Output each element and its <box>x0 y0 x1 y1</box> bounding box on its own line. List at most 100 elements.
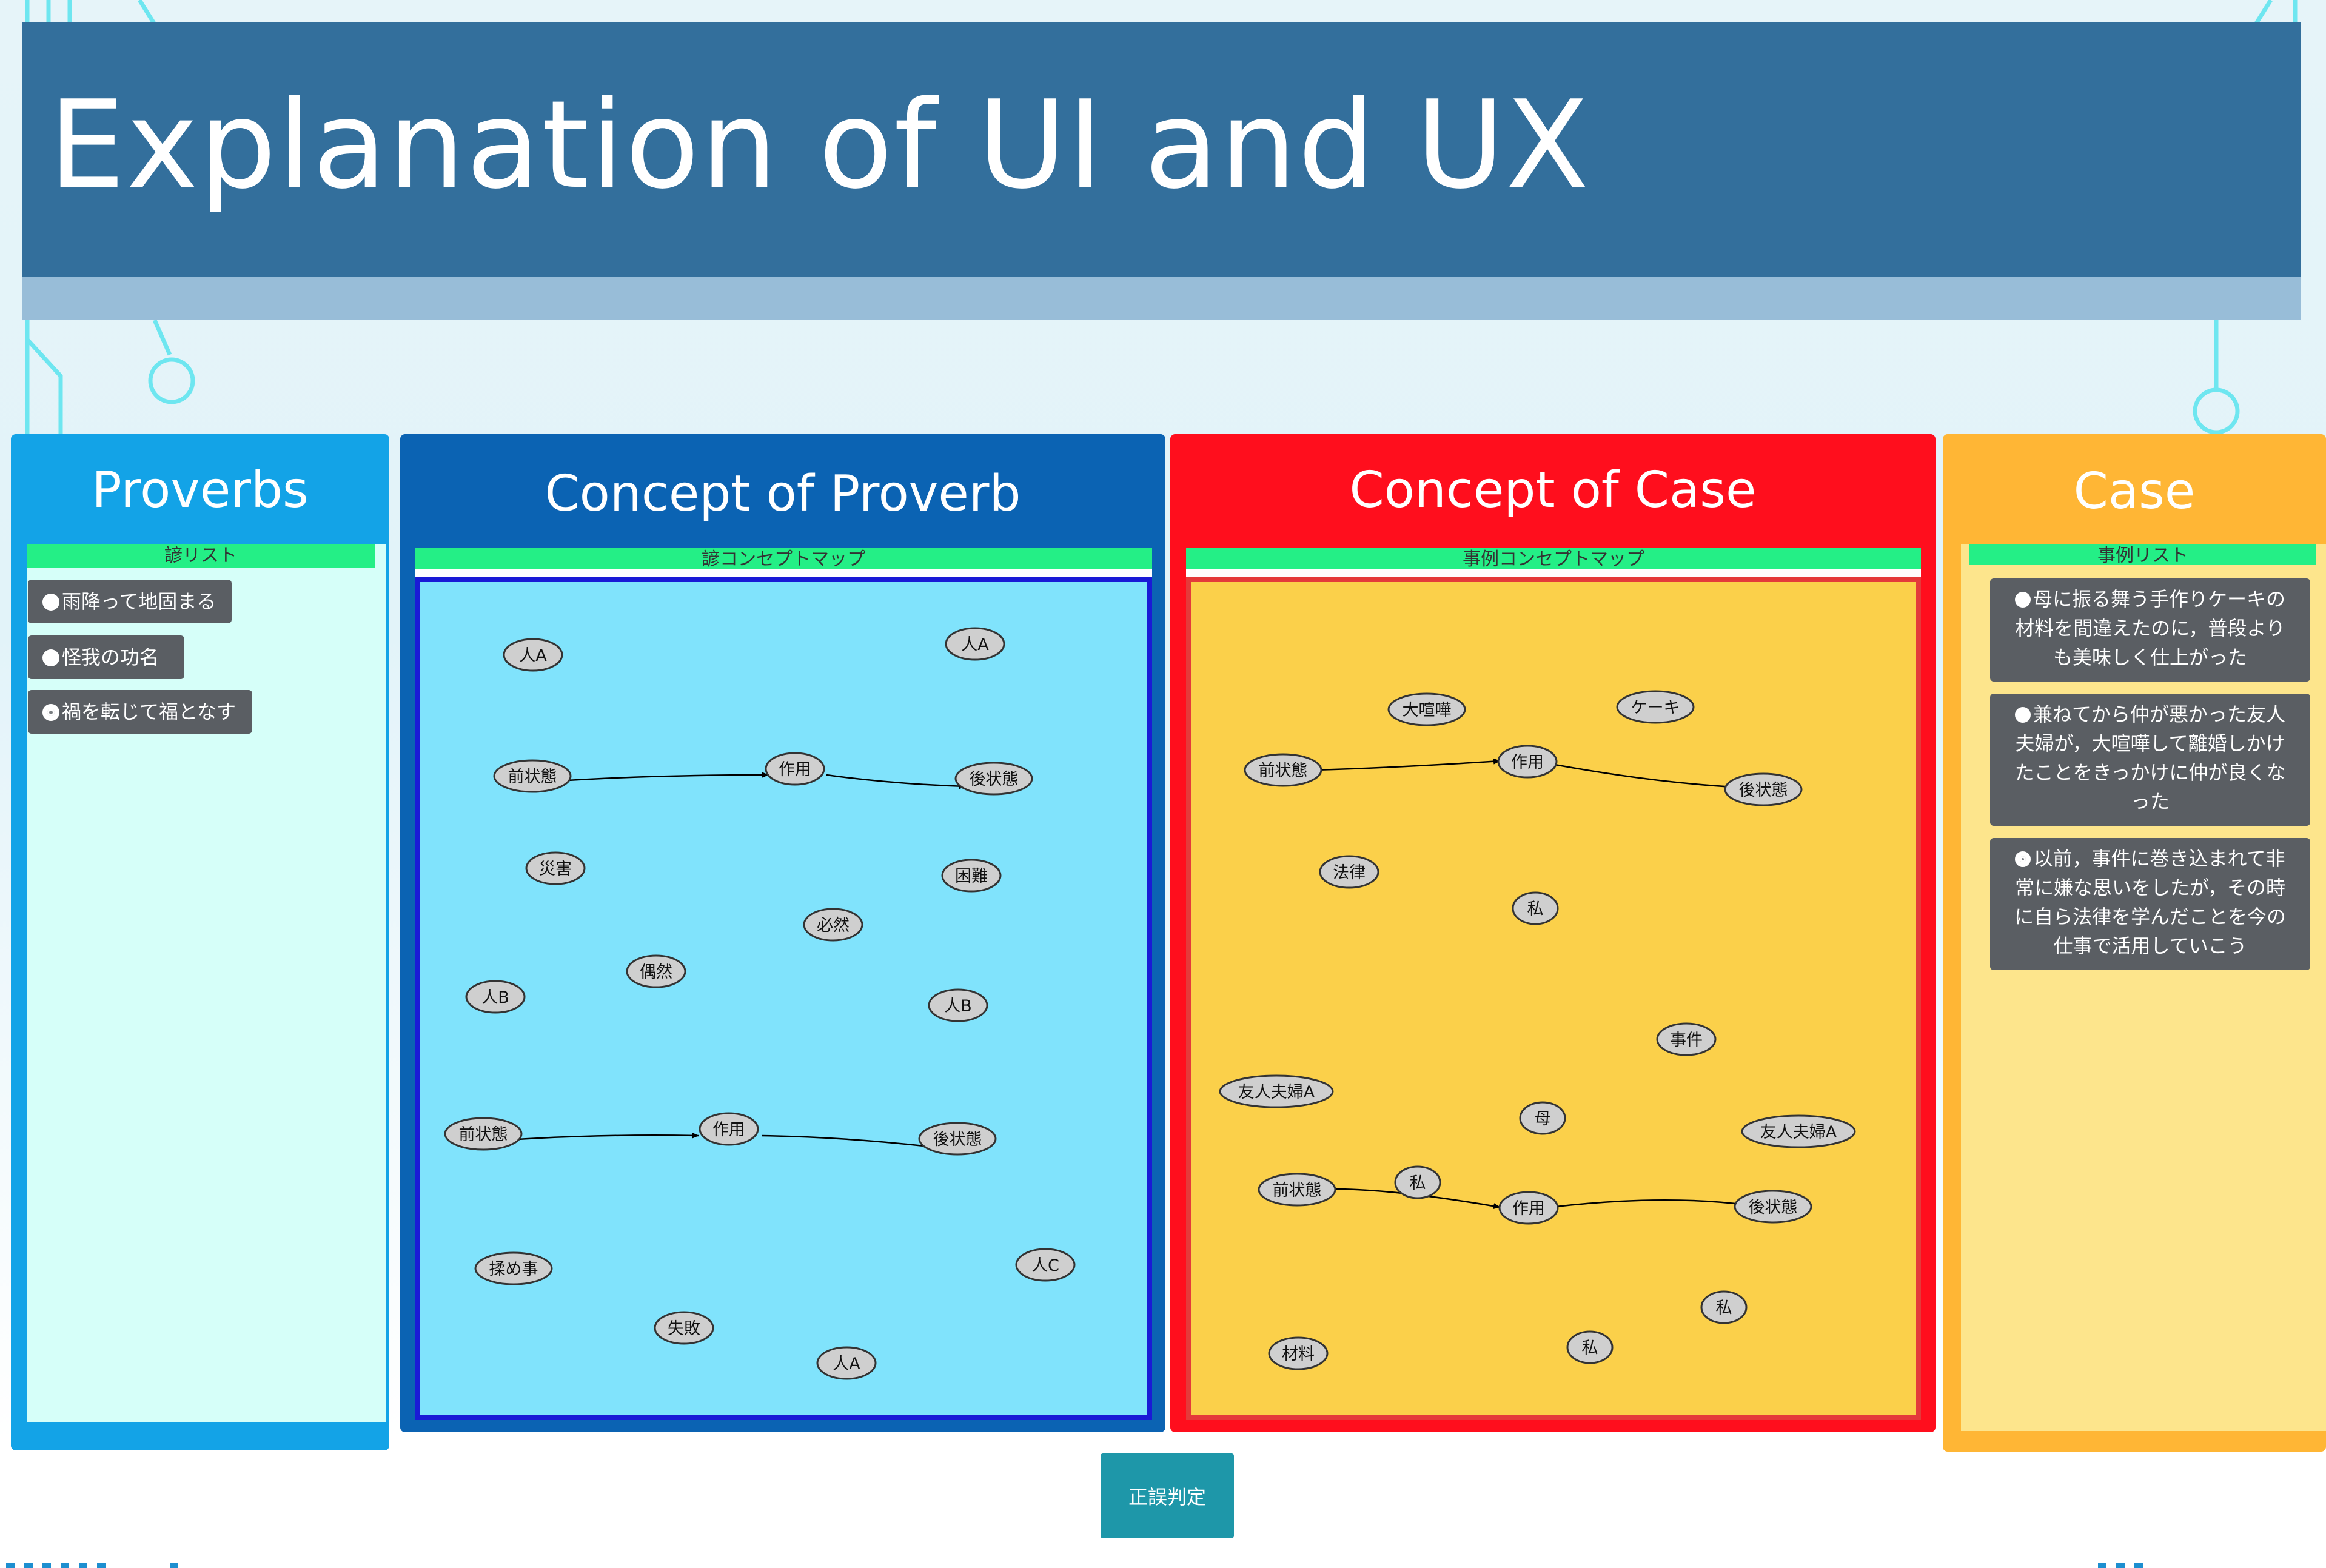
map-node-label: 私 <box>1410 1174 1426 1193</box>
map-node[interactable]: 後状態 <box>1724 772 1803 806</box>
map-node-label: 後状態 <box>1739 781 1788 800</box>
map-node[interactable]: 失敗 <box>654 1311 714 1345</box>
map-node[interactable]: 必然 <box>803 908 863 942</box>
map-node-label: 後状態 <box>970 770 1019 789</box>
map-node[interactable]: 後状態 <box>918 1122 997 1156</box>
case-list-area <box>1961 544 2326 1431</box>
map-node[interactable]: 人C <box>1015 1248 1076 1282</box>
map-node[interactable]: 私 <box>1512 891 1559 925</box>
map-node[interactable]: 私 <box>1700 1290 1748 1324</box>
map-node-label: 作用 <box>1511 753 1544 772</box>
map-node-label: 失敗 <box>668 1319 700 1338</box>
map-node[interactable]: 人B <box>928 988 988 1022</box>
map-edge <box>1554 763 1734 790</box>
title-underline <box>22 277 2301 320</box>
map-node[interactable]: 材料 <box>1268 1336 1329 1370</box>
map-node[interactable]: 友人夫婦A <box>1219 1074 1334 1108</box>
map-node-label: 事件 <box>1670 1031 1703 1050</box>
map-node[interactable]: 作用 <box>699 1112 759 1146</box>
map-node-label: 法律 <box>1333 863 1366 882</box>
map-node-label: 人A <box>519 646 547 665</box>
map-node-label: 大喧嘩 <box>1403 701 1452 720</box>
radio-selected-icon[interactable] <box>42 704 59 721</box>
map-node-label: 前状態 <box>508 768 557 786</box>
map-node-label: ケーキ <box>1631 699 1680 717</box>
proverb-item-1[interactable]: 雨降って地固まる <box>28 580 232 623</box>
map-node-label: 作用 <box>779 760 811 779</box>
case-item-3[interactable]: 以前，事件に巻き込まれて非常に嫌な思いをしたが，その時に自ら法律を学んだことを今… <box>1990 838 2310 970</box>
proverb-item-2[interactable]: 怪我の功名 <box>28 635 184 679</box>
radio-icon[interactable] <box>42 649 59 666</box>
map-node[interactable]: 前状態 <box>1258 1173 1336 1207</box>
proverbs-panel-title: Proverbs <box>92 461 309 519</box>
map-node[interactable]: 偶然 <box>626 954 686 988</box>
map-node[interactable]: 作用 <box>1497 745 1558 779</box>
concept-case-panel: Concept of Case 事例コンセプトマップ 大喧嘩ケーキ前状態作用後状… <box>1170 434 1936 1432</box>
case-map-graph[interactable]: 大喧嘩ケーキ前状態作用後状態法律私事件友人夫婦A母友人夫婦A私前状態作用後状態私… <box>1191 582 1916 1415</box>
map-node-label: 後状態 <box>933 1130 982 1149</box>
proverb-item-3[interactable]: 禍を転じて福となす <box>28 690 252 734</box>
case-map-toolbar <box>1186 569 1921 577</box>
map-node[interactable]: 私 <box>1394 1165 1441 1199</box>
map-node[interactable]: 大喧嘩 <box>1387 692 1466 726</box>
map-node[interactable]: 災害 <box>525 851 586 885</box>
proverb-concept-map-header: 諺コンセプトマップ <box>415 548 1152 569</box>
map-node[interactable]: 人B <box>465 980 526 1014</box>
case-item-2[interactable]: 兼ねてから仲が悪かった友人夫婦が，大喧嘩して離婚しかけたことをきっかけに仲が良く… <box>1990 694 2310 826</box>
map-node-label: 人A <box>961 635 989 654</box>
slide-title: Explanation of UI and UX <box>49 75 1590 216</box>
map-node[interactable]: 法律 <box>1319 855 1379 889</box>
map-node-label: 必然 <box>817 916 850 935</box>
footer-decoration <box>6 1563 2143 1568</box>
map-node[interactable]: 後状態 <box>954 762 1033 796</box>
case-list-header: 事例リスト <box>1969 544 2316 565</box>
map-edge <box>557 772 769 782</box>
radio-selected-icon[interactable] <box>2015 851 2031 867</box>
map-node-label: 前状態 <box>459 1125 508 1144</box>
map-node-label: 困難 <box>955 867 988 886</box>
map-node[interactable]: 友人夫婦A <box>1741 1114 1856 1148</box>
map-node[interactable]: 前状態 <box>1244 753 1322 787</box>
map-node[interactable]: 人A <box>503 638 563 672</box>
map-node-label: 揉め事 <box>489 1260 538 1279</box>
case-item-1[interactable]: 母に振る舞う手作りケーキの材料を間違えたのに，普段よりも美味しく仕上がった <box>1990 578 2310 682</box>
map-node[interactable]: 人A <box>816 1346 877 1380</box>
map-node-label: 前状態 <box>1273 1181 1322 1200</box>
map-node-label: 私 <box>1582 1339 1598 1358</box>
map-node[interactable]: 困難 <box>941 859 1002 893</box>
map-node-label: 作用 <box>1512 1199 1545 1218</box>
radio-icon[interactable] <box>2014 592 2031 608</box>
map-node[interactable]: 後状態 <box>1734 1190 1812 1224</box>
map-node-label: 前状態 <box>1259 762 1308 780</box>
radio-icon[interactable] <box>2014 707 2031 723</box>
concept-case-panel-title: Concept of Case <box>1349 461 1757 519</box>
map-node-label: 災害 <box>539 860 572 879</box>
map-node-label: 人A <box>833 1355 860 1373</box>
proverb-map-toolbar <box>415 569 1152 577</box>
map-node-label: 人C <box>1031 1256 1059 1275</box>
map-node[interactable]: 作用 <box>1498 1191 1559 1225</box>
case-panel-title: Case <box>2073 463 2196 520</box>
map-node[interactable]: 母 <box>1519 1101 1566 1135</box>
map-edge <box>826 774 966 789</box>
case-panel: Case 事例リスト 母に振る舞う手作りケーキの材料を間違えたのに，普段よりも美… <box>1943 434 2326 1452</box>
map-node[interactable]: 作用 <box>765 752 825 786</box>
map-node[interactable]: 人A <box>945 627 1005 661</box>
proverbs-list-header: 諺リスト <box>27 544 375 568</box>
proverbs-panel: Proverbs 諺リスト 雨降って地固まる 怪我の功名 禍を転じて福となす <box>11 434 389 1450</box>
radio-icon[interactable] <box>42 594 59 611</box>
map-node-label: 作用 <box>712 1121 745 1139</box>
map-node[interactable]: 私 <box>1566 1330 1614 1364</box>
judge-button[interactable]: 正誤判定 <box>1101 1453 1234 1538</box>
map-node-label: 人B <box>944 997 972 1016</box>
map-node[interactable]: ケーキ <box>1616 690 1695 724</box>
map-node-label: 私 <box>1527 900 1544 919</box>
map-node[interactable]: 前状態 <box>444 1117 523 1151</box>
map-node[interactable]: 前状態 <box>493 759 572 793</box>
title-bar <box>22 22 2301 277</box>
map-node[interactable]: 事件 <box>1656 1022 1717 1056</box>
map-node[interactable]: 揉め事 <box>474 1251 553 1285</box>
